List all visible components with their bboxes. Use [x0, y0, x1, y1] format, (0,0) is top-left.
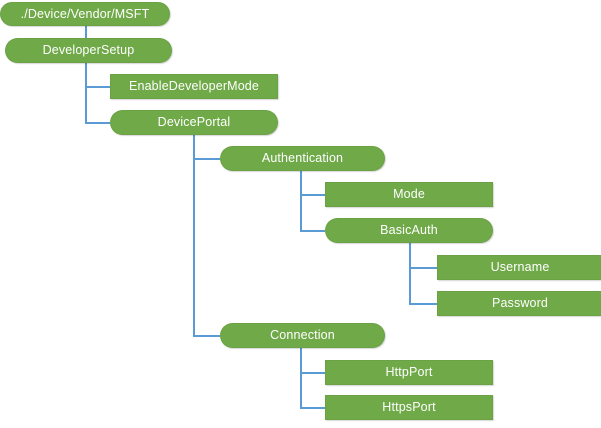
connector-basicauth-to-password	[409, 303, 437, 305]
node-enabledevelopermode[interactable]: EnableDeveloperMode	[110, 74, 278, 99]
node-deviceportal[interactable]: DevicePortal	[110, 110, 278, 135]
connector-developersetup-to-enabledevelopermode	[85, 86, 110, 88]
node-connection[interactable]: Connection	[220, 323, 385, 348]
connector-developersetup-to-deviceportal	[85, 122, 110, 124]
node-basicauth[interactable]: BasicAuth	[325, 218, 493, 243]
connector-authentication-to-basicauth	[300, 171, 302, 231]
connector-basicauth-to-password	[409, 243, 411, 304]
node-httpsport[interactable]: HttpsPort	[325, 395, 493, 420]
connector-authentication-to-basicauth	[300, 230, 325, 232]
node-root[interactable]: ./Device/Vendor/MSFT	[0, 2, 170, 26]
node-httpport[interactable]: HttpPort	[325, 360, 493, 385]
connector-authentication-to-mode	[300, 194, 325, 196]
node-username[interactable]: Username	[437, 255, 601, 280]
connector-deviceportal-to-authentication	[193, 158, 220, 160]
connector-basicauth-to-username	[409, 267, 437, 269]
node-authentication[interactable]: Authentication	[220, 146, 385, 171]
connector-deviceportal-to-connection	[193, 335, 220, 337]
connector-connection-to-httpsport	[300, 348, 302, 408]
node-mode[interactable]: Mode	[325, 182, 493, 207]
connector-developersetup-to-deviceportal	[85, 63, 87, 123]
connector-connection-to-httpsport	[300, 407, 325, 409]
node-developersetup[interactable]: DeveloperSetup	[5, 38, 172, 63]
connector-connection-to-httpport	[300, 372, 325, 374]
connector-deviceportal-to-connection	[193, 135, 195, 336]
connector-root-to-developersetup	[85, 26, 87, 38]
node-password[interactable]: Password	[437, 291, 601, 316]
